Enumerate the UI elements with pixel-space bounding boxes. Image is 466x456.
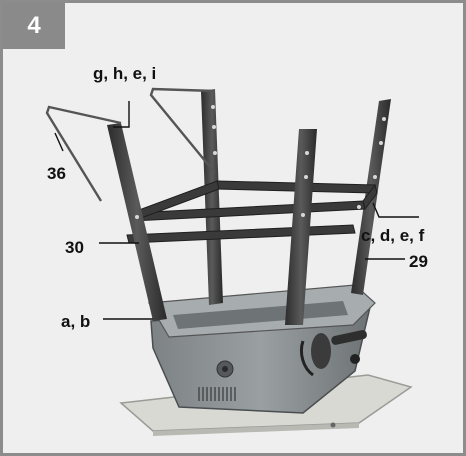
saw-stand-illustration <box>45 87 419 436</box>
height-crank <box>311 330 367 369</box>
step-number-badge: 4 <box>3 3 65 49</box>
callout-29: 29 <box>409 252 428 271</box>
callout-30: 30 <box>65 238 84 257</box>
leader-lines <box>54 101 419 320</box>
callout-c-d-e-f: c, d, e, f <box>361 226 425 245</box>
callout-36: 36 <box>47 164 66 183</box>
front-legs <box>107 105 386 325</box>
callout-a-b: a, b <box>61 312 91 331</box>
vent-slots <box>198 387 236 401</box>
callout-g-h-e-i: g, h, e, i <box>93 64 157 83</box>
wire-handles <box>45 87 216 202</box>
saw-housing <box>148 284 376 414</box>
upper-frame <box>126 180 378 244</box>
